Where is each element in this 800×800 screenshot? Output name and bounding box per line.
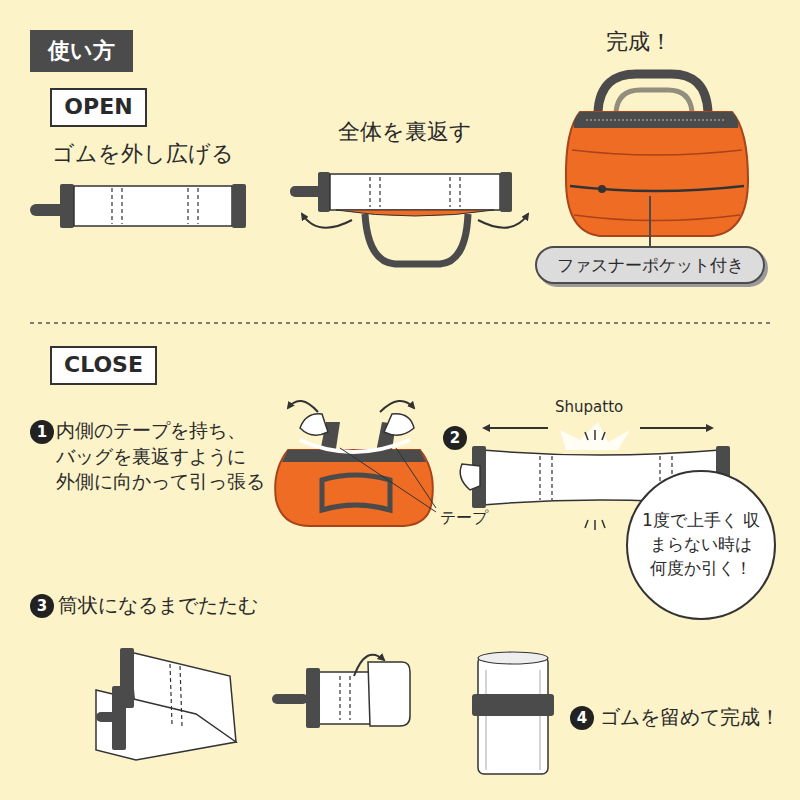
heading-box: 使い方 — [30, 30, 133, 72]
node-text: 1 — [37, 425, 47, 440]
speech-circle: 1度で上手く 収まらない時は 何度か引く！ — [626, 470, 776, 620]
heading: 使い方 — [48, 36, 115, 66]
label: ゴムを外し広げる — [52, 140, 234, 169]
node-text: 3 — [37, 599, 47, 614]
section-box: CLOSE — [50, 346, 157, 385]
callout-number: 3 — [30, 594, 54, 618]
label: テープ — [440, 508, 488, 529]
callout-number: 4 — [570, 706, 594, 730]
node-text: 1度で上手く 収まらない時は 何度か引く！ — [640, 509, 762, 580]
node-text: 2 — [450, 431, 460, 446]
callout-number: 2 — [443, 426, 467, 450]
completed-bag — [566, 74, 748, 248]
node-text: ファスナーポケット付き — [557, 255, 744, 275]
label: 内側のテープを持ち、 バッグを裏返すように 外側に向かって引っ張る — [56, 418, 268, 495]
turning-bag — [290, 172, 528, 264]
label: 完成！ — [606, 28, 672, 57]
node-text: 4 — [577, 711, 587, 726]
pulling-bag — [275, 401, 436, 526]
node-text: CLOSE — [64, 352, 143, 378]
label: ゴムを留めて完成！ — [600, 704, 780, 730]
callout-pill: ファスナーポケット付き — [535, 246, 765, 284]
label: 全体を裏返す — [338, 118, 472, 147]
section-box: OPEN — [50, 88, 147, 127]
label: 筒状になるまでたたむ — [58, 592, 258, 618]
label: Shupatto — [555, 398, 623, 418]
folded-bag — [30, 184, 246, 228]
divider — [30, 322, 770, 324]
folding-band — [96, 648, 554, 774]
leader-line — [649, 196, 651, 248]
node-text: OPEN — [64, 94, 132, 120]
callout-number: 1 — [30, 420, 54, 444]
